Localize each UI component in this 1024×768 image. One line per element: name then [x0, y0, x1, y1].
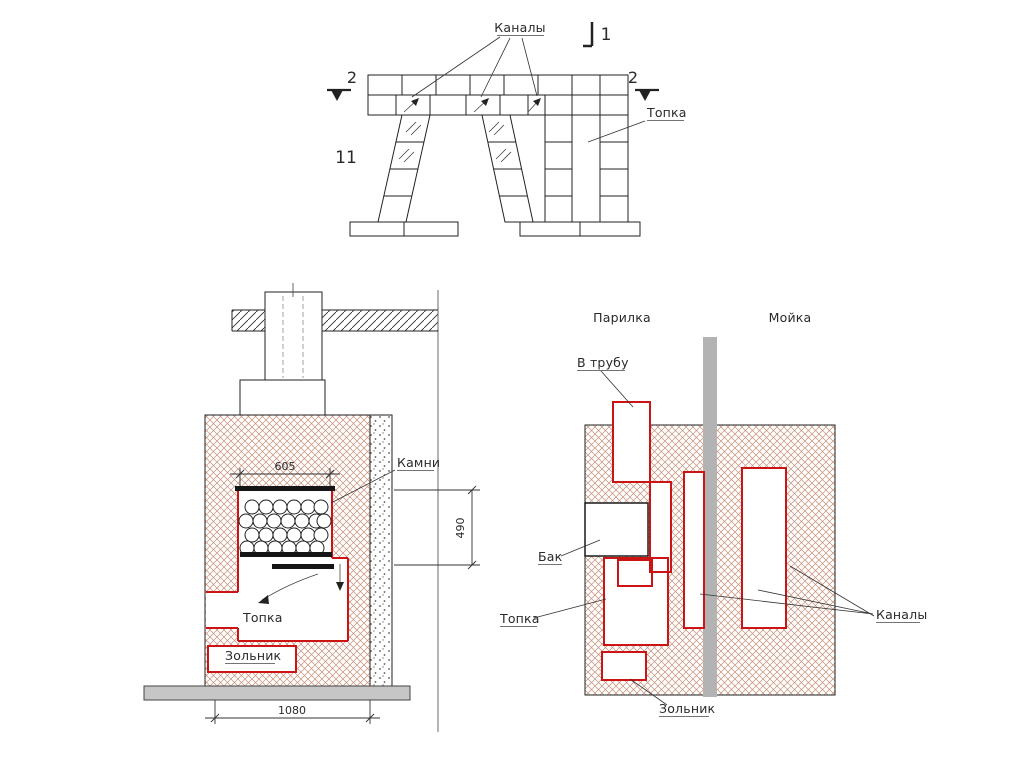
section-marker-2-left: 2 [327, 68, 357, 101]
flame-path-arrowhead [258, 595, 269, 604]
tank-side-channel-plan [649, 481, 672, 573]
firebox-label-section: Топка [242, 610, 283, 625]
chimney [264, 291, 323, 381]
plan-view: Парилка Мойка В трубу Бак Топка [499, 310, 927, 717]
stone-slab [235, 486, 335, 491]
section-marker-1-label: 1 [601, 25, 612, 45]
section-arrow-down-left [331, 90, 343, 101]
channel-b-plan [741, 467, 787, 629]
stones [238, 499, 332, 556]
inner-right-column-joints [545, 141, 572, 197]
shelf-bar [272, 564, 334, 569]
dim-490-value: 490 [454, 518, 467, 539]
firebox-leader-plan [533, 598, 607, 619]
wash-room-label: Мойка [769, 310, 812, 325]
firebox-leader-top [587, 120, 646, 143]
section-arrow-down-right [639, 90, 651, 101]
firebox-outline-plan [603, 557, 669, 646]
ash-pit-outline-plan [601, 651, 647, 681]
firebox-label-top: Топка [646, 105, 687, 120]
channel-flow-arrows [403, 98, 541, 113]
flue-outline-plan [601, 401, 787, 681]
partition-wall [703, 337, 717, 697]
firebox-label-plan: Топка [499, 611, 540, 626]
section-marker-2-left-label: 2 [347, 68, 357, 87]
downdraft-arrowhead [336, 582, 344, 591]
section-marker-2-right-label: 2 [628, 68, 638, 87]
ash-pit-label-section: Зольник [225, 648, 282, 663]
top-band-brick-joints [395, 75, 601, 115]
water-tank-plan [584, 502, 649, 557]
dim-1080-value: 1080 [278, 704, 306, 717]
dimension-1080: 1080 [205, 700, 380, 724]
channels-label-top: Каналы [494, 20, 545, 35]
tank-leader [560, 539, 601, 557]
channels-leader-lines [411, 36, 538, 98]
firebox-inner-step-plan [617, 559, 653, 587]
ash-pit-leader-plan [629, 678, 668, 706]
steam-room-label: Парилка [593, 310, 651, 325]
channel-a-plan [683, 471, 705, 629]
channels-leader-plan [699, 565, 875, 617]
section-marker-1: 1 [583, 22, 612, 48]
to-chimney-label: В трубу [577, 355, 629, 370]
foundation-slab [143, 685, 411, 701]
chimney-neck [239, 379, 326, 416]
right-leg-joints [487, 141, 528, 197]
chimney-duct-plan [612, 401, 651, 483]
ash-pit-outline-section [207, 645, 297, 673]
top-view-row-11: Каналы 1 2 2 11 Топка [327, 20, 687, 237]
ash-pit-label-plan: Зольник [659, 701, 716, 716]
outer-right-column-joints [600, 141, 628, 197]
course-number-label: 11 [335, 148, 357, 168]
cut-brick-marks [398, 121, 512, 163]
dimension-490: 490 [394, 485, 480, 570]
dim-605-value: 605 [275, 460, 296, 473]
grate-bar [240, 552, 332, 557]
channels-label-plan: Каналы [876, 607, 927, 622]
tank-label: Бак [538, 549, 563, 564]
to-chimney-leader [600, 370, 634, 408]
section-view: 605 Камни 490 Топка Зольник 1080 [143, 283, 480, 732]
dimension-605: 605 [230, 460, 340, 486]
ceiling-slab [231, 309, 438, 332]
left-leg-joints [383, 141, 424, 197]
stones-label: Камни [397, 455, 440, 470]
backfill-column [369, 414, 393, 691]
section-marker-2-right: 2 [628, 68, 659, 101]
chimney-flue-dashed-lines [282, 296, 304, 378]
stones-leader [330, 469, 396, 504]
